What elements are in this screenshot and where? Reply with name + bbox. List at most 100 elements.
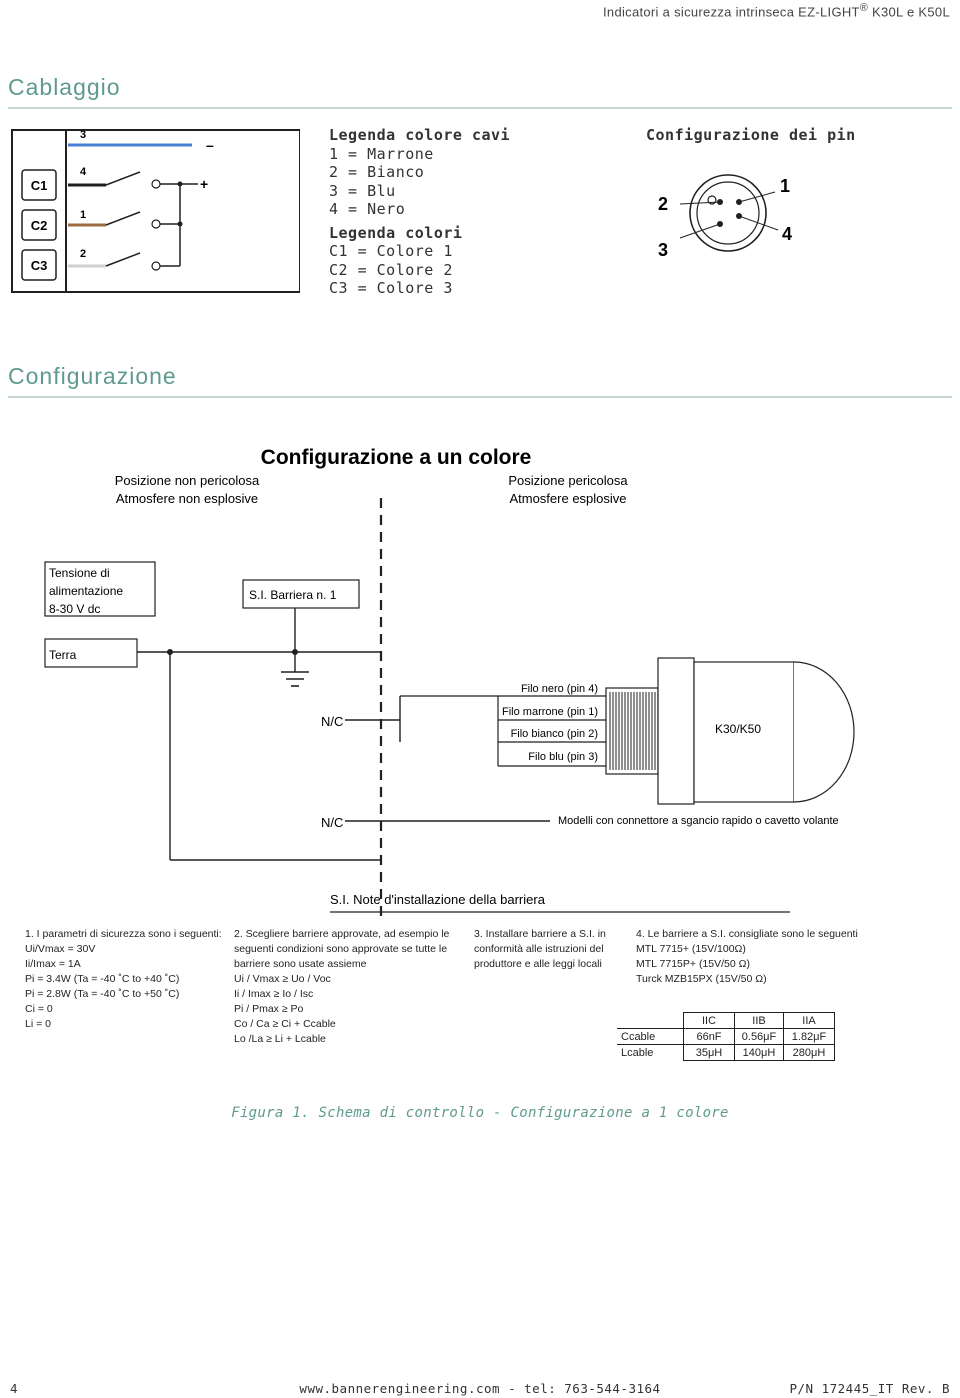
note-line: Ci = 0 bbox=[25, 1003, 53, 1015]
section-rule bbox=[8, 396, 952, 398]
part-number: P/N 172445_IT Rev. B bbox=[789, 1381, 950, 1396]
connector-outer bbox=[689, 174, 767, 252]
color-legend-item: C3 = Colore 3 bbox=[329, 279, 453, 297]
table-row: Lcable 35μH 140μH 280μH bbox=[617, 1044, 835, 1061]
note-line: Pi = 3.4W (Ta = -40 ˚C to +40 ˚C) bbox=[25, 973, 180, 985]
table-corner bbox=[617, 1013, 684, 1029]
note-line: Turck MZB15PX (15V/50 Ω) bbox=[636, 973, 767, 985]
models-note: Modelli con connettore a sgancio rapido … bbox=[558, 815, 839, 827]
note-line: conformità alle istruzioni del bbox=[474, 943, 604, 955]
wire-legend-item: 1 = Marrone bbox=[329, 144, 434, 163]
supply-label-line2: alimentazione bbox=[49, 584, 123, 598]
note-line: Ui/Vmax = 30V bbox=[25, 943, 96, 955]
note-line: 2. Scegliere barriere approvate, ad esem… bbox=[234, 928, 450, 940]
pin-label-4: 4 bbox=[782, 224, 792, 244]
table-header-cell: IIA bbox=[783, 1012, 835, 1029]
device-collar bbox=[657, 657, 695, 805]
connector-key bbox=[707, 195, 717, 205]
hazard-area-line2: Atmosfere esplosive bbox=[509, 491, 626, 506]
wiring-diagram: C1 C2 C3 3 4 1 2 – + bbox=[11, 129, 300, 293]
document-header: Indicatori a sicurezza intrinseca EZ-LIG… bbox=[603, 2, 950, 19]
thread-lines bbox=[609, 692, 656, 770]
color-column bbox=[11, 129, 67, 293]
note-line: seguenti condizioni sono approvate se tu… bbox=[234, 943, 448, 955]
wire-legend-item: 2 = Bianco bbox=[329, 163, 425, 181]
section-title-cablaggio: Cablaggio bbox=[8, 74, 121, 100]
c1-label: C1 bbox=[31, 178, 48, 193]
wire-white-label: Filo bianco (pin 2) bbox=[511, 728, 598, 740]
c3-box bbox=[21, 249, 57, 281]
note-line: 3. Installare barriere a S.I. in bbox=[474, 928, 606, 940]
note-line: produttore e alle leggi locali bbox=[474, 958, 602, 970]
nc-label-1: N/C bbox=[321, 714, 343, 729]
note-column-1: 1. I parametri di sicurezza sono i segue… bbox=[25, 927, 222, 1032]
wire-legend-item: 4 = Nero bbox=[329, 200, 406, 218]
note-column-3: 3. Installare barriere a S.I. in conform… bbox=[474, 927, 606, 972]
note-line: barriere sono usate assieme bbox=[234, 958, 367, 970]
safe-area-line2: Atmosfere non esplosive bbox=[116, 491, 258, 506]
barrier-notes-title: S.I. Note d'installazione della barriera bbox=[330, 892, 546, 907]
connector-inner bbox=[696, 181, 760, 245]
barrier-label: S.I. Barriera n. 1 bbox=[249, 588, 337, 602]
pin-3-dot bbox=[717, 221, 723, 227]
wire-brown-label: Filo marrone (pin 1) bbox=[502, 706, 598, 718]
wire-4-label: 4 bbox=[80, 166, 87, 178]
device-thread bbox=[605, 687, 659, 775]
note-line: MTL 7715P+ (15V/50 Ω) bbox=[636, 958, 750, 970]
table-header-cell: IIC bbox=[683, 1012, 735, 1029]
pin-label-3: 3 bbox=[658, 240, 668, 260]
control-diagram: Configurazione a un colore Posizione non… bbox=[44, 446, 855, 920]
supply-label-line1: Tensione di bbox=[49, 566, 110, 580]
note-line: Lo /La ≥ Li + Lcable bbox=[234, 1033, 326, 1045]
hazard-area-line1: Posizione pericolosa bbox=[508, 473, 628, 488]
color-legend-title: Legenda colori bbox=[329, 223, 463, 242]
device-label: K30/K50 bbox=[715, 722, 761, 736]
note-line: Li = 0 bbox=[25, 1018, 51, 1030]
color-legend-item: C1 = Colore 1 bbox=[329, 242, 453, 260]
section-title-configurazione: Configurazione bbox=[8, 363, 177, 389]
supply-label-line3: 8-30 V dc bbox=[49, 602, 100, 616]
table-row-label: Ccable bbox=[617, 1028, 684, 1045]
table-row-label: Lcable bbox=[617, 1044, 684, 1061]
c1-box bbox=[21, 169, 57, 201]
note-line: Pi = 2.8W (Ta = -40 ˚C to +50 ˚C) bbox=[25, 988, 180, 1000]
note-column-4: 4. Le barriere a S.I. consigliate sono l… bbox=[636, 927, 858, 987]
page-number: 4 bbox=[10, 1381, 19, 1396]
diagram-title: Configurazione a un colore bbox=[261, 446, 532, 469]
wire-legend-item: 3 = Blu bbox=[329, 181, 396, 200]
minus-sign: – bbox=[206, 137, 214, 153]
section-rule bbox=[8, 107, 952, 109]
footer-website: www.bannerengineering.com - tel: 763-544… bbox=[299, 1381, 661, 1396]
note-line: 4. Le barriere a S.I. consigliate sono l… bbox=[636, 928, 858, 940]
note-column-2: 2. Scegliere barriere approvate, ad esem… bbox=[234, 927, 449, 1047]
wire-1-label: 1 bbox=[80, 209, 86, 221]
table-header-cell: IIB bbox=[734, 1012, 784, 1029]
note-line: Ui / Vmax ≥ Uo / Voc bbox=[234, 973, 331, 985]
power-supply-box bbox=[44, 561, 156, 617]
ground-label: Terra bbox=[49, 648, 77, 662]
table-row: Ccable 66nF 0.56μF 1.82μF bbox=[617, 1028, 835, 1045]
c2-box bbox=[21, 209, 57, 241]
safe-area-line1: Posizione non pericolosa bbox=[115, 473, 260, 488]
wire-2-label: 2 bbox=[80, 248, 86, 260]
wire-3-label: 3 bbox=[80, 129, 86, 141]
plus-sign: + bbox=[200, 176, 208, 192]
cable-parameter-table: IIC IIB IIA Ccable 66nF 0.56μF 1.82μF Lc… bbox=[617, 1012, 835, 1061]
device-body bbox=[693, 661, 795, 803]
wire-legend-title: Legenda colore cavi bbox=[329, 126, 511, 144]
c3-label: C3 bbox=[31, 258, 48, 273]
figure-caption: Figura 1. Schema di controllo - Configur… bbox=[231, 1105, 729, 1121]
table-cell: 35μH bbox=[683, 1044, 735, 1061]
note-line: Co / Ca ≥ Ci + Ccable bbox=[234, 1018, 336, 1030]
device-dome bbox=[793, 661, 855, 803]
table-cell: 280μH bbox=[783, 1044, 835, 1061]
pin-label-2: 2 bbox=[658, 194, 668, 214]
header-models: K30L e K50L bbox=[872, 4, 950, 20]
wire-blue-label: Filo blu (pin 3) bbox=[528, 751, 598, 763]
c2-label: C2 bbox=[31, 218, 48, 233]
table-cell: 66nF bbox=[683, 1028, 735, 1045]
table-cell: 1.82μF bbox=[783, 1028, 835, 1045]
header-title: Indicatori a sicurezza intrinseca EZ-LIG… bbox=[603, 4, 860, 20]
registered-mark: ® bbox=[859, 2, 869, 14]
pin-label-1: 1 bbox=[780, 176, 790, 196]
